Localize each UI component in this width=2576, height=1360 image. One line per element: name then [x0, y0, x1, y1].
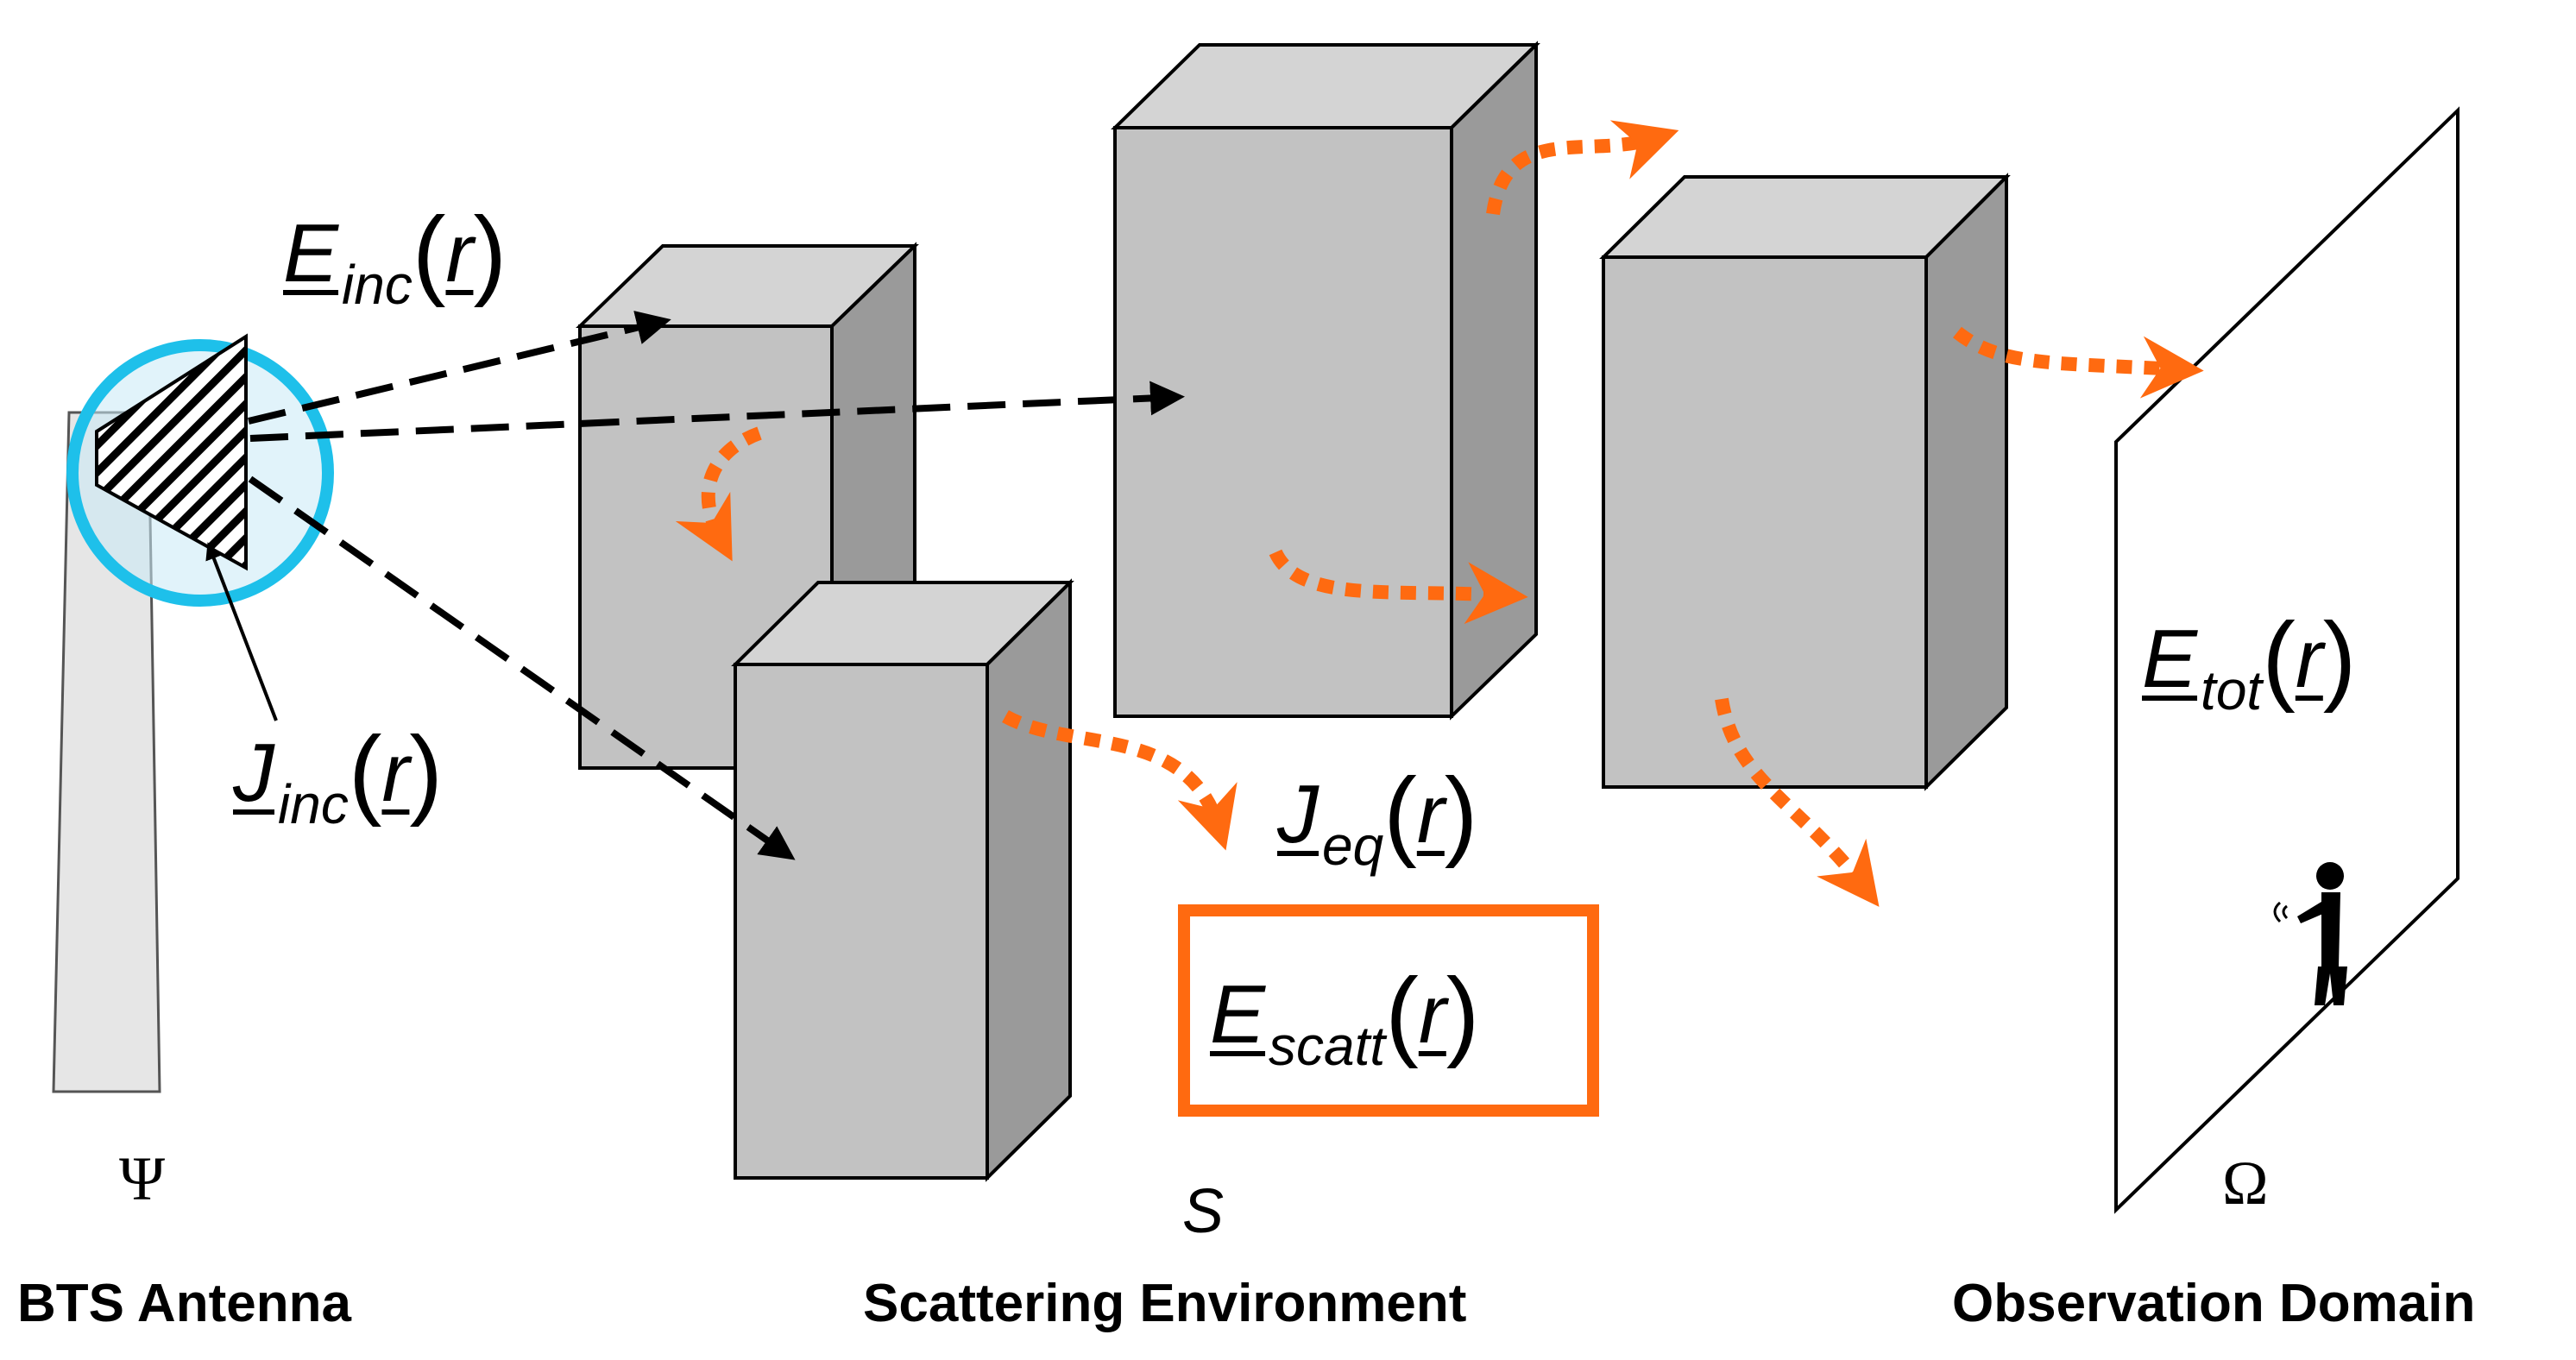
scatt-field-box — [1178, 904, 1599, 1117]
observation-domain-symbol: Ω — [2222, 1149, 2269, 1218]
j-inc-pointer — [205, 542, 278, 721]
label-e-scatt: Escatt(r) — [1210, 957, 1480, 1077]
scatterer-domain-symbol: S — [1182, 1177, 1225, 1246]
incident-ray-2 — [249, 381, 1185, 442]
scatter-ray-6 — [1715, 697, 1880, 907]
antenna-domain-symbol: Ψ — [119, 1144, 166, 1213]
building-c — [1111, 41, 1540, 721]
user-figure-icon — [2273, 862, 2347, 1005]
scatter-ray-4 — [1486, 120, 1679, 216]
caption-observation-domain: Observation Domain — [1952, 1274, 2476, 1333]
building-b — [731, 578, 1074, 1182]
label-j-inc: Jinc(r) — [233, 715, 444, 835]
caption-scattering-environment: Scattering Environment — [863, 1274, 1467, 1333]
scatter-ray-2 — [1269, 549, 1528, 625]
scatter-ray-1 — [675, 426, 762, 562]
label-j-eq: Jeq(r) — [1277, 757, 1478, 877]
scatter-ray-5 — [1953, 326, 2204, 399]
caption-bts-antenna: BTS Antenna — [17, 1274, 351, 1333]
label-e-tot: Etot(r) — [2142, 601, 2357, 721]
antenna-radiator — [95, 333, 248, 571]
building-d — [1599, 173, 2011, 791]
incident-ray-1 — [248, 311, 671, 425]
scatter-ray-3 — [1002, 709, 1238, 851]
label-e-inc: Einc(r) — [283, 196, 507, 316]
